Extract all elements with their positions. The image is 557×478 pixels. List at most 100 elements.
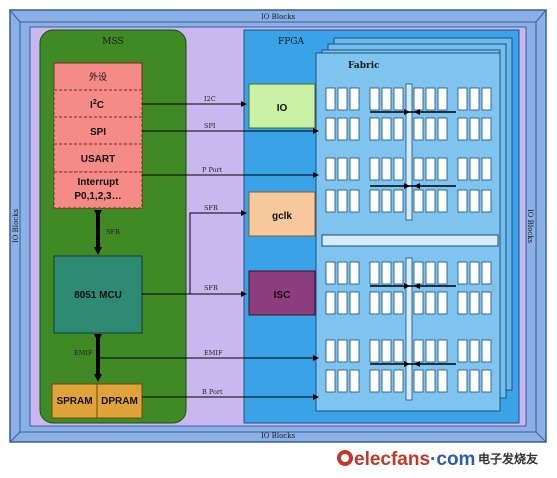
fabric-arrowhead: [404, 183, 420, 189]
fpga-io-label: IO: [277, 103, 288, 114]
logic-cell: [325, 117, 336, 141]
logic-cell: [393, 87, 404, 111]
logic-cell: [349, 261, 360, 285]
logic-cell: [349, 369, 360, 393]
sfr-vertical-label: SFR: [106, 228, 121, 236]
logic-cell: [481, 87, 492, 111]
logic-cell: [437, 369, 448, 393]
logic-cell: [481, 117, 492, 141]
logic-cell: [393, 261, 404, 285]
interrupt-ports-label: P0,1,2,3…: [74, 191, 121, 202]
logic-cell: [413, 87, 424, 111]
fabric-vertical-channel: [405, 257, 413, 401]
io-blocks-left-label: IO Blocks: [12, 209, 20, 243]
isc-block: [248, 270, 316, 316]
io-ring-inner: [19, 21, 537, 433]
logic-cell: [469, 157, 480, 181]
logic-cell: [349, 157, 360, 181]
logic-cell: [469, 291, 480, 315]
logic-cell: [393, 339, 404, 363]
fabric-arrowhead: [404, 109, 420, 115]
elecfans-watermark: elecfans·com 电子发烧友: [337, 449, 538, 470]
logic-cell: [369, 157, 380, 181]
dpram-block: [96, 383, 143, 419]
logic-cell: [437, 117, 448, 141]
fabric-vertical-channel: [405, 83, 413, 221]
gclk-label: gclk: [272, 211, 292, 222]
logic-cell: [369, 369, 380, 393]
logic-cell: [381, 291, 392, 315]
logic-cell: [337, 117, 348, 141]
logic-cell: [457, 157, 468, 181]
logic-cell: [325, 157, 336, 181]
logic-cell: [457, 291, 468, 315]
mcu-block: [53, 255, 143, 334]
logic-cell: [337, 189, 348, 213]
logic-cell: [481, 157, 492, 181]
logic-cell: [325, 291, 336, 315]
logic-cell: [369, 117, 380, 141]
logic-cell: [369, 87, 380, 111]
logic-cell: [425, 87, 436, 111]
logic-cell: [381, 339, 392, 363]
logic-cell: [393, 157, 404, 181]
logic-cell: [369, 339, 380, 363]
logic-cell: [481, 369, 492, 393]
logic-cell: [469, 261, 480, 285]
logic-cell: [349, 87, 360, 111]
logic-cell: [481, 189, 492, 213]
logic-cell: [325, 369, 336, 393]
logic-cell: [369, 291, 380, 315]
logic-cell: [469, 117, 480, 141]
io-blocks-top-label: IO Blocks: [261, 13, 295, 21]
logic-cell: [349, 117, 360, 141]
logic-cell: [457, 87, 468, 111]
logic-cell: [437, 339, 448, 363]
logic-cell: [413, 261, 424, 285]
logic-cell: [425, 291, 436, 315]
i2c-label: I2C: [90, 99, 104, 111]
logic-cell: [381, 87, 392, 111]
logic-cell: [481, 339, 492, 363]
logic-cell: [413, 291, 424, 315]
logic-cell: [369, 261, 380, 285]
logic-cell: [437, 291, 448, 315]
logic-cell: [349, 339, 360, 363]
fabric-title: Fabric: [348, 61, 380, 71]
logic-cell: [413, 157, 424, 181]
logic-cell: [457, 369, 468, 393]
logic-cell: [337, 157, 348, 181]
emif-bus-label: EMIF: [204, 349, 223, 357]
logic-cell: [481, 261, 492, 285]
fpga-io-block: [248, 83, 316, 129]
logic-cell: [457, 261, 468, 285]
gclk-block: [248, 191, 316, 237]
logic-cell: [437, 189, 448, 213]
logic-cell: [469, 339, 480, 363]
logic-cell: [337, 339, 348, 363]
logic-cell: [425, 189, 436, 213]
spi-bus-label: SPI: [204, 122, 216, 130]
logic-cell: [413, 117, 424, 141]
logic-cell: [381, 157, 392, 181]
logic-cell: [393, 291, 404, 315]
logic-cell: [381, 261, 392, 285]
spram-block: [51, 383, 98, 419]
logic-cell: [457, 189, 468, 213]
logic-cell: [337, 87, 348, 111]
io-blocks-bottom-label: IO Blocks: [261, 432, 295, 440]
logic-cell: [349, 189, 360, 213]
fabric-arrowhead: [404, 361, 420, 367]
logic-cell: [425, 117, 436, 141]
logic-cell: [425, 339, 436, 363]
logic-cell-array: [325, 83, 492, 401]
logic-cell: [393, 369, 404, 393]
dpram-label: DPRAM: [101, 396, 138, 407]
pport-bus-label: P Port: [202, 166, 223, 174]
mcu-label: 8051 MCU: [74, 290, 122, 301]
spi-label: SPI: [90, 127, 106, 138]
bport-bus-label: B Port: [202, 388, 223, 396]
logic-cell: [425, 369, 436, 393]
peripherals-title: 外设: [89, 71, 107, 83]
logic-cell: [437, 87, 448, 111]
